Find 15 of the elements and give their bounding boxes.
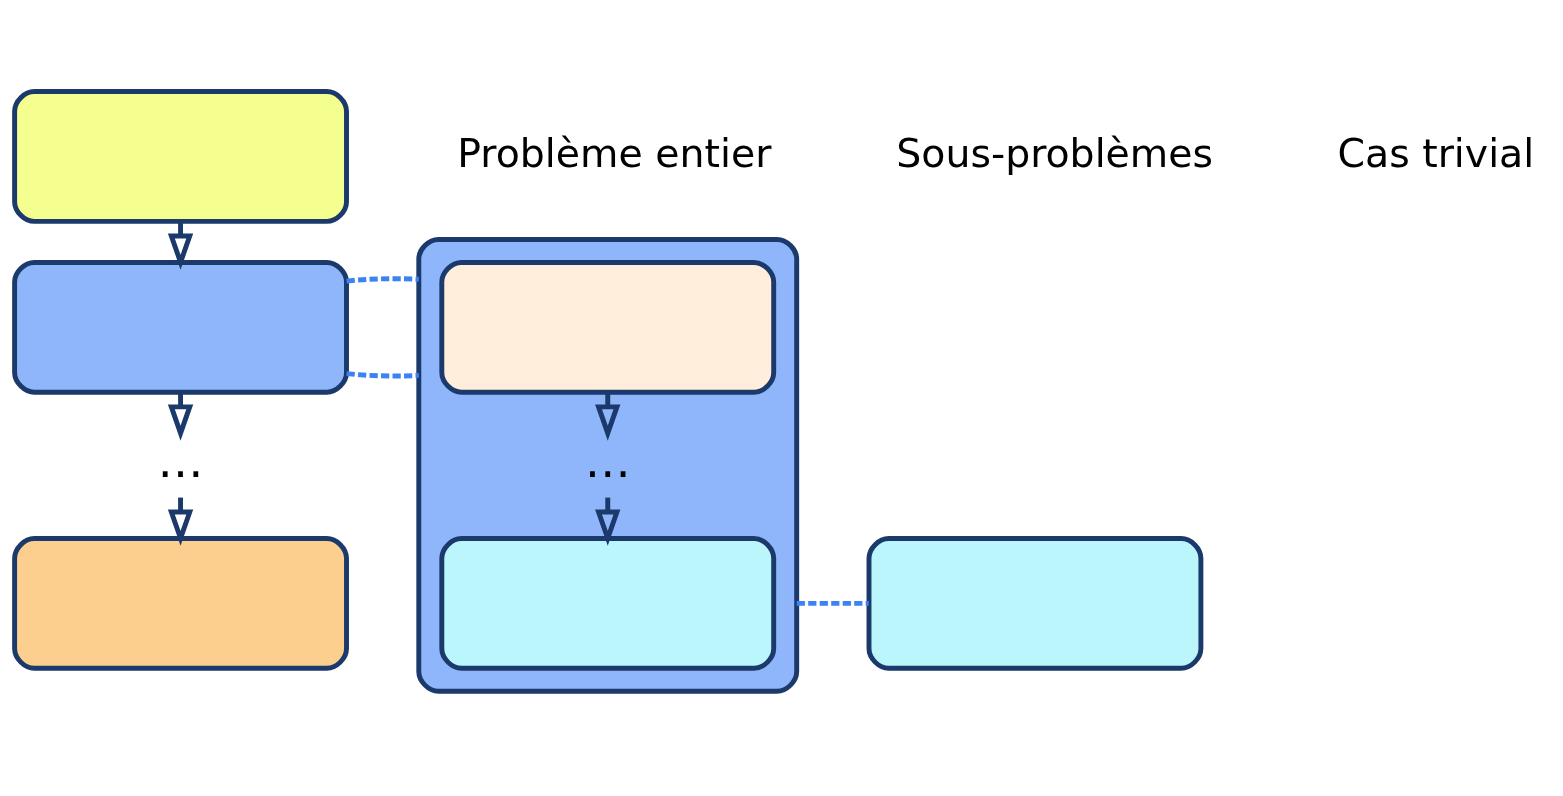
label: Cas trivial	[1337, 129, 1535, 176]
node-box	[439, 536, 777, 671]
label: Sous-problèmes	[896, 129, 1214, 176]
cluster	[416, 237, 800, 694]
node-box	[12, 89, 349, 224]
label: Problème entier	[457, 129, 772, 176]
connector	[346, 371, 419, 379]
node-box	[439, 260, 777, 395]
node-box	[12, 536, 349, 671]
connector	[796, 600, 869, 606]
connector	[346, 276, 419, 284]
node-text: …	[157, 433, 204, 488]
node-box	[12, 260, 349, 395]
node-text: …	[584, 433, 631, 488]
node-box	[866, 536, 1204, 671]
